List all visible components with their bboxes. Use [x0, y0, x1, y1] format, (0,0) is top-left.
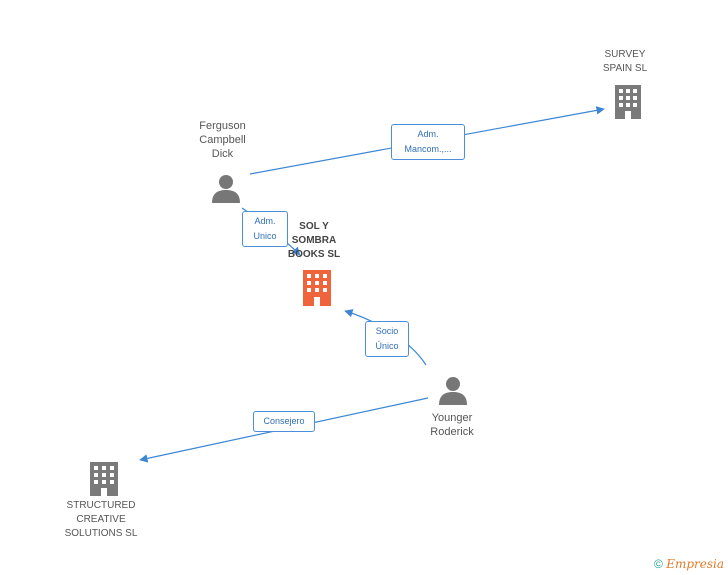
node-sol-label[interactable]: SOL Y SOMBRA BOOKS SL — [287, 221, 341, 260]
copyright-symbol: © — [654, 557, 663, 571]
building-icon[interactable] — [300, 268, 334, 306]
edge-label-consejero[interactable]: Consejero — [253, 411, 315, 432]
edge-label-adm-unico[interactable]: Adm. Unico — [242, 211, 288, 247]
node-younger-label[interactable]: Younger Roderick — [430, 412, 474, 438]
node-survey-label[interactable]: SURVEY SPAIN SL — [602, 49, 648, 74]
node-ferguson-label[interactable]: Ferguson Campbell Dick — [199, 120, 246, 160]
edge-label-adm-mancom[interactable]: Adm. Mancom.,... — [391, 124, 465, 160]
node-structured-label[interactable]: STRUCTURED CREATIVE SOLUTIONS SL — [64, 500, 138, 539]
person-icon[interactable] — [210, 172, 242, 204]
edge-label-socio-unico[interactable]: Socio Único — [365, 321, 409, 357]
building-icon[interactable] — [87, 460, 121, 496]
building-icon[interactable] — [612, 83, 644, 119]
footer-credit: © Empresia — [654, 557, 724, 571]
person-icon[interactable] — [437, 374, 469, 406]
brand-name[interactable]: Empresia — [666, 557, 724, 571]
